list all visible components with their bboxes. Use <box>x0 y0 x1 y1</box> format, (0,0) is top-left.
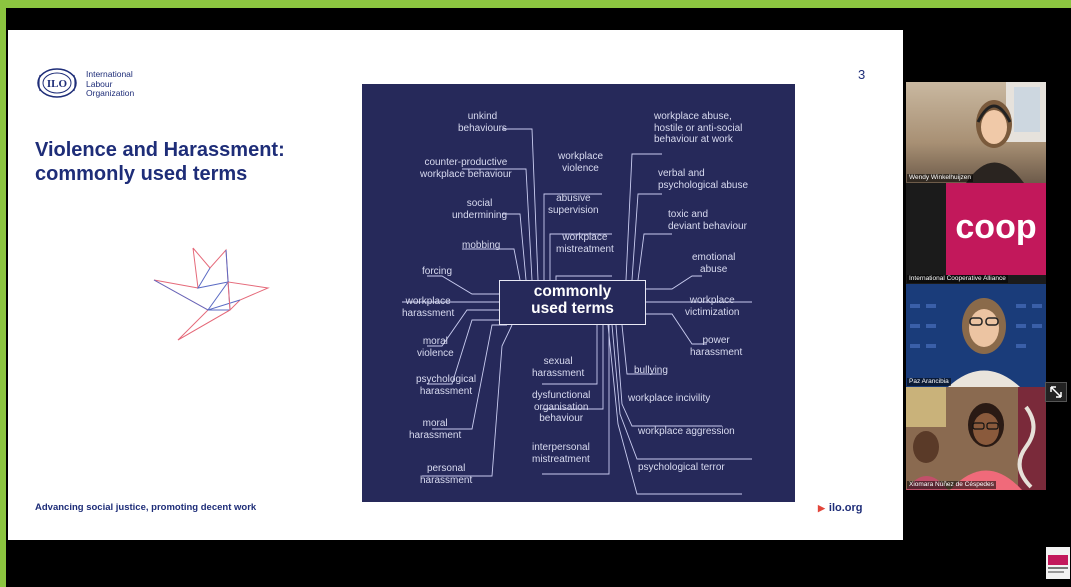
coop-logo: coop <box>946 183 1046 275</box>
term-workplace-mistreatment: workplace mistreatment <box>556 232 614 255</box>
term-psychological-harassment: psychological harassment <box>416 374 477 397</box>
term-emotional-abuse: emotional abuse <box>692 252 736 275</box>
term-personal-harassment: personal harassment <box>420 463 473 486</box>
person-avatar-icon <box>966 82 1046 183</box>
ilo-logo-icon: ILO <box>37 68 77 98</box>
term-social-undermining: social undermining <box>452 198 508 221</box>
term-verbal-abuse: verbal and psychological abuse <box>658 168 749 191</box>
participant-name: Xiomara Núñez de Céspedes <box>907 481 996 489</box>
center-label: commonly used terms <box>531 283 614 317</box>
term-workplace-abuse: workplace abuse, hostile or anti-social … <box>654 111 743 145</box>
center-box <box>499 280 646 325</box>
video-tile-2[interactable]: coop International Cooperative Alliance <box>906 183 1046 284</box>
terms-diagram: commonly used terms unkind behaviours co… <box>362 84 795 502</box>
term-dysfunctional-behaviour: dysfunctional organisation behaviour <box>532 390 591 424</box>
expand-icon <box>1050 386 1062 398</box>
term-moral-harassment: moral harassment <box>409 418 462 441</box>
site-label: ilo.org <box>828 502 863 514</box>
term-psychological-terror: psychological terror <box>638 462 725 473</box>
participant-panel: Wendy Winkelhuijzen coop International C… <box>906 82 1046 490</box>
shared-slide: ILO International Labour Organization 3 … <box>8 30 903 540</box>
slide-title: Violence and Harassment: commonly used t… <box>35 139 285 185</box>
participant-name: International Cooperative Alliance <box>907 275 1008 283</box>
diagram-lines <box>402 128 752 495</box>
term-unkind-behaviours: unkind behaviours <box>458 111 507 134</box>
video-tile-4[interactable]: Xiomara Núñez de Céspedes <box>906 387 1046 490</box>
term-toxic-behaviour: toxic and deviant behaviour <box>668 209 747 232</box>
term-workplace-victimization: workplace victimization <box>685 295 740 318</box>
arrow-icon: ▶ <box>818 503 825 513</box>
slide-number: 3 <box>858 67 866 82</box>
expand-video-button[interactable] <box>1045 382 1067 402</box>
term-bullying: bullying <box>634 365 668 376</box>
term-interpersonal-mistreatment: interpersonal mistreatment <box>532 442 590 465</box>
term-counter-productive: counter-productive workplace behaviour <box>420 157 512 180</box>
term-workplace-harassment: workplace harassment <box>402 296 455 319</box>
term-mobbing: mobbing <box>462 240 501 251</box>
video-tile-1[interactable]: Wendy Winkelhuijzen <box>906 82 1046 183</box>
org-name: International Labour Organization <box>86 69 135 98</box>
term-workplace-incivility: workplace incivility <box>628 393 711 404</box>
term-moral-violence: moral violence <box>417 336 454 359</box>
term-abusive-supervision: abusive supervision <box>548 193 599 216</box>
term-workplace-aggression: workplace aggression <box>638 426 735 437</box>
term-forcing: forcing <box>422 266 453 277</box>
origami-bird-icon <box>153 247 270 341</box>
person-avatar-icon <box>910 298 1042 387</box>
svg-text:ILO: ILO <box>47 78 68 90</box>
participant-name: Paz Arancibia <box>907 378 951 386</box>
person-avatar-icon <box>906 387 1046 490</box>
coop-watermark-icon <box>1046 547 1070 579</box>
video-tile-3[interactable]: Paz Arancibia <box>906 284 1046 387</box>
term-sexual-harassment: sexual harassment <box>532 356 585 379</box>
term-power-harassment: power harassment <box>690 335 743 358</box>
participant-name: Wendy Winkelhuijzen <box>907 174 974 182</box>
footer-site-link[interactable]: ▶ilo.org <box>818 502 863 514</box>
coop-logo-text: coop <box>955 208 1037 246</box>
footer-tagline: Advancing social justice, promoting dece… <box>35 502 257 513</box>
term-workplace-violence: workplace violence <box>558 151 604 174</box>
